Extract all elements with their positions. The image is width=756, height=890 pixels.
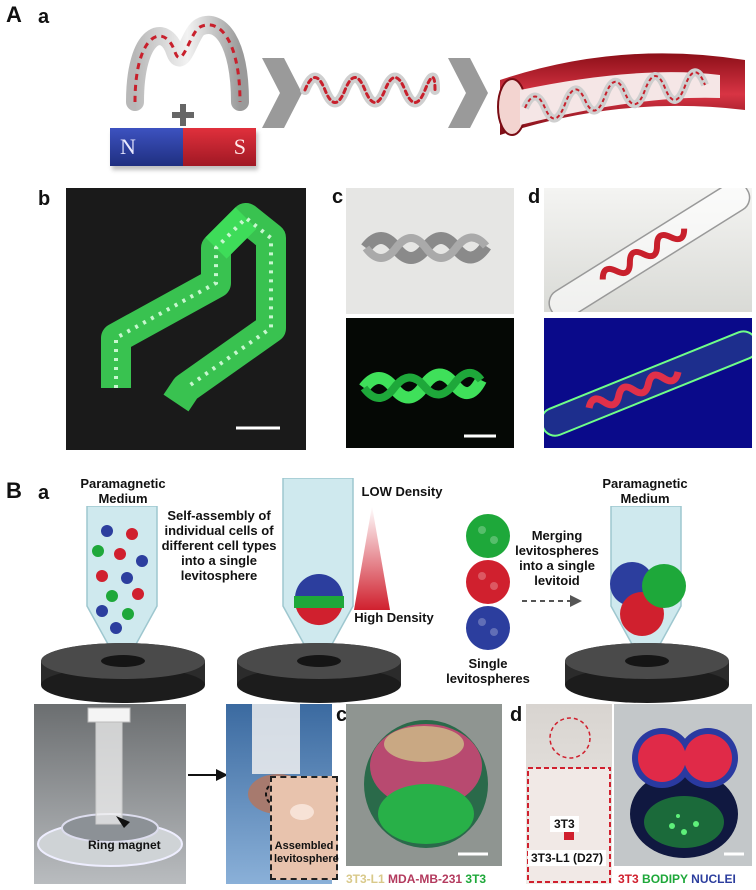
magnet-s-label: S — [233, 134, 246, 159]
dashed-arrow-icon — [522, 594, 582, 613]
panel-a-b-label: b — [38, 188, 51, 210]
bar-magnet: N S — [110, 128, 256, 166]
single-levitospheres-stack — [458, 512, 518, 652]
arrow-right-icon — [188, 768, 228, 787]
caption-mdamb231: MDA-MB-231 — [388, 872, 463, 886]
panel-a-c-fluorescence — [346, 318, 514, 448]
caption-3t3l1: 3T3-L1 — [346, 872, 385, 886]
panel-b-c-label: c — [336, 704, 348, 726]
caption-3t3: 3T3 — [465, 872, 487, 886]
plus-icon — [172, 104, 194, 126]
caption-d-nuclei: NUCLEI — [691, 872, 736, 886]
panel-a-b-fluorescence — [66, 188, 306, 450]
self-assembly-text: Self-assembly of individual cells of dif… — [161, 508, 277, 583]
ring-magnet-label: Ring magnet — [88, 838, 161, 852]
low-density-label: LOW Density — [361, 484, 443, 499]
panel-b-a-label: a — [38, 482, 50, 504]
panel-b-d-fluorescence — [614, 704, 752, 866]
panel-b-c-microscopy — [346, 704, 502, 866]
arrow-right-icon — [262, 58, 302, 133]
label-3t3l1-box: 3T3-L1 (D27) — [528, 850, 607, 866]
caption-b-d: 3T3 BODIPY NUCLEI — [618, 872, 736, 886]
cuvette-1 — [32, 506, 214, 706]
label-3t3-box: 3T3 — [550, 816, 579, 832]
blood-vessel-stent — [490, 40, 750, 145]
paramagnetic-medium-label-2: Paramagnetic Medium — [602, 476, 688, 506]
high-density-label: High Density — [354, 610, 434, 625]
panel-a-d-label: d — [528, 186, 541, 208]
merging-text: Merging levitospheres into a single levi… — [515, 528, 599, 588]
merged-levitoid — [610, 562, 686, 636]
panel-a-d-tube-photo — [544, 188, 752, 312]
panel-a-a-label: a — [38, 6, 50, 28]
caption-b-c: 3T3-L1 MDA-MB-231 3T3 — [346, 872, 486, 886]
density-gradient-triangle — [354, 506, 390, 610]
panel-b-b-ring-magnet-photo: Ring magnet — [34, 704, 186, 884]
section-b-letter: B — [6, 478, 22, 503]
panel-a-d-tube-uv — [544, 318, 752, 448]
panel-a-a-helix — [120, 12, 260, 112]
magnet-n-label: N — [120, 134, 136, 159]
caption-d-3t3: 3T3 — [618, 872, 639, 886]
assembled-levitosphere-inset: Assembled levitosphere — [270, 776, 339, 880]
section-a-letter: A — [6, 2, 22, 27]
panel-b-d-tube-photo: 3T3 3T3-L1 (D27) — [526, 704, 612, 884]
panel-a-c-brightfield — [346, 188, 514, 314]
panel-a-c-label: c — [332, 186, 344, 208]
cuvette-3 — [556, 506, 738, 706]
magnet-south: S — [183, 128, 256, 166]
levitosphere-layered — [294, 574, 344, 626]
arrow-right-icon — [448, 58, 488, 133]
compressed-helix — [300, 60, 440, 120]
cells-mixed — [92, 525, 148, 634]
caption-d-bodipy: BODIPY — [642, 872, 688, 886]
magnet-north: N — [110, 128, 183, 166]
panel-b-d-label: d — [510, 704, 523, 726]
paramagnetic-medium-label-1: Paramagnetic Medium — [80, 476, 166, 506]
cuvette-2 — [228, 478, 410, 704]
single-levitospheres-label: Single levitospheres — [446, 656, 530, 686]
assembled-levitosphere-label: Assembled levitosphere — [274, 840, 339, 865]
